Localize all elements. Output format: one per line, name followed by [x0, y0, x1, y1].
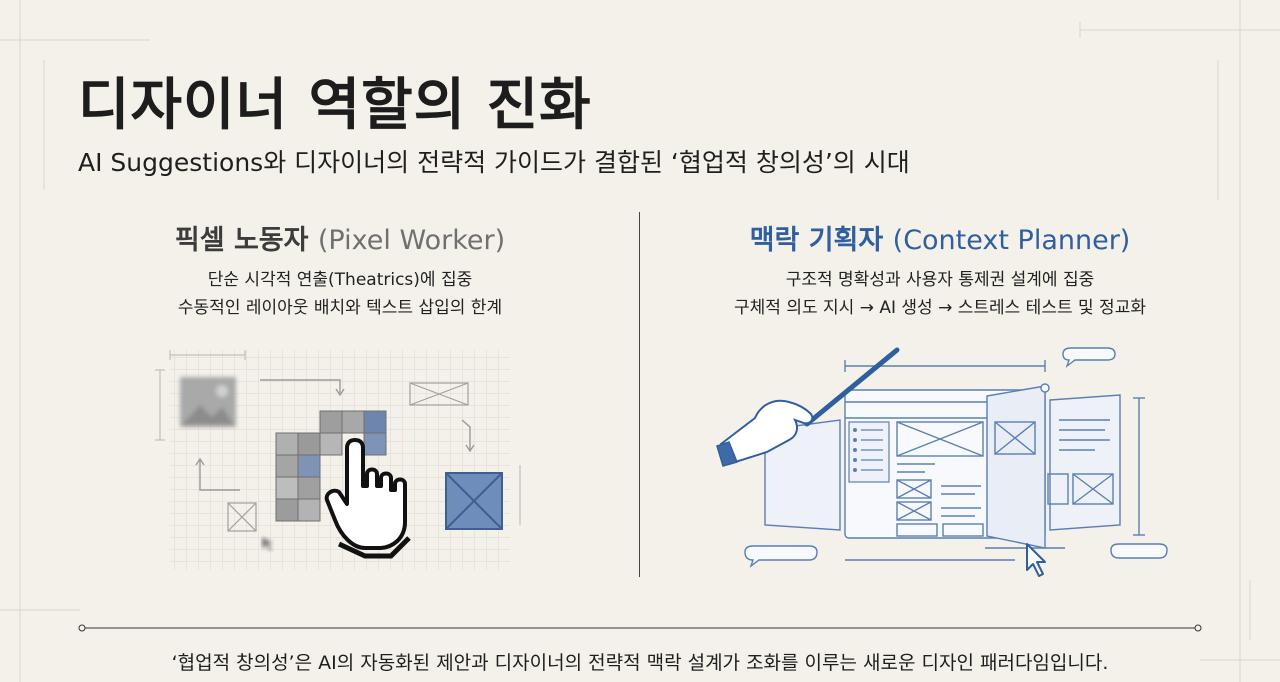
pixel-worker-desc-line-2: 수동적인 레이아웃 배치와 텍스트 삽입의 한계: [177, 298, 503, 318]
speech-bubble-icon: [1110, 543, 1168, 559]
hand-with-pointer-icon: [716, 347, 900, 467]
hand-cursor-icon: [324, 438, 411, 559]
pointer-arrow-icon: [1026, 543, 1046, 577]
speech-bubble-icon: [1062, 347, 1116, 368]
page-title: 디자이너 역할의 진화: [78, 73, 592, 138]
pixel-worker-illustration: [155, 350, 521, 570]
pixel-worker-heading: 픽셀 노동자 (Pixel Worker): [60, 218, 620, 257]
pixel-worker-heading-en: (Pixel Worker): [317, 225, 506, 256]
context-planner-heading-en: (Context Planner): [892, 225, 1131, 256]
context-planner-heading-ko: 맥락 기획자: [749, 225, 884, 256]
pointer-arrow-icon: [262, 537, 273, 551]
pixel-worker-heading-ko: 픽셀 노동자: [174, 225, 309, 256]
page-subtitle: AI Suggestions와 디자이너의 전략적 가이드가 결합된 ‘협업적 …: [78, 148, 910, 177]
pixel-worker-description: 단순 시각적 연출(Theatrics)에 집중 수동적인 레이아웃 배치와 텍…: [60, 266, 620, 322]
context-planner-illustration: [716, 347, 1168, 577]
pixel-blocks: [275, 410, 387, 522]
context-planner-desc-line-2: 구체적 의도 지시 → AI 생성 → 스트레스 테스트 및 정교화: [734, 298, 1146, 318]
pixel-worker-desc-line-1: 단순 시각적 연출(Theatrics)에 집중: [207, 270, 473, 290]
speech-bubble-icon: [744, 545, 818, 568]
image-placeholder-icon: [180, 377, 236, 427]
blue-placeholder-box: [445, 472, 503, 530]
column-divider: [639, 212, 640, 577]
bottom-divider: [78, 624, 1202, 632]
context-planner-heading: 맥락 기획자 (Context Planner): [660, 218, 1220, 257]
context-planner-desc-line-1: 구조적 명확성과 사용자 통제권 설계에 집중: [785, 270, 1095, 290]
footer-caption: ‘협업적 창의성’은 AI의 자동화된 제안과 디자이너의 전략적 맥락 설계가…: [171, 652, 1109, 674]
context-planner-description: 구조적 명확성과 사용자 통제권 설계에 집중 구체적 의도 지시 → AI 생…: [660, 266, 1220, 322]
